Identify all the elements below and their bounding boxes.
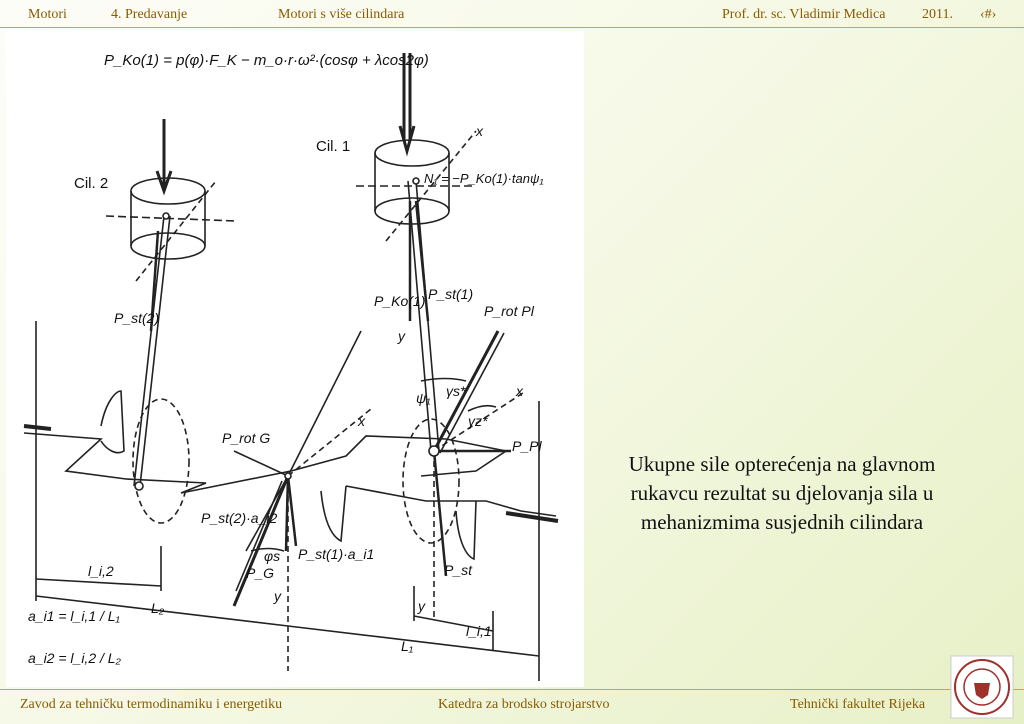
label-y-top: y — [397, 328, 406, 344]
footer-center: Katedra za brodsko strojarstvo — [438, 697, 610, 712]
label-pg: P_G — [246, 565, 274, 581]
label-phi-s: φs — [264, 548, 280, 564]
label-psi1: ψ₁ — [416, 390, 431, 406]
label-L1: L₁ — [401, 638, 414, 654]
label-gamma-z: γz* — [468, 413, 488, 429]
label-cil1: Cil. 1 — [316, 138, 350, 155]
label-gamma-s: γs* — [446, 383, 466, 399]
label-pst: P_st — [444, 562, 473, 578]
label-li1: l_i,1 — [466, 623, 492, 639]
label-x-top: x — [475, 123, 484, 139]
label-y-bottom: y — [417, 598, 426, 614]
formula-ai1: a_i1 = l_i,1 / L₁ — [28, 608, 121, 624]
label-cil2: Cil. 2 — [74, 175, 108, 192]
label-L2: L₂ — [151, 600, 165, 616]
label-x-mid: x — [357, 413, 366, 429]
slide-header: Motori 4. Predavanje Motori s više cilin… — [0, 0, 1024, 27]
header-course: Motori — [28, 7, 67, 22]
label-pst1-ai1: P_st(1)·a_i1 — [298, 546, 374, 562]
header-year: 2011. — [922, 7, 953, 22]
crank-mechanism-drawing: P_Ko(1) = p(φ)·F_K − m_o·r·ω²·(cosφ + λc… — [23, 52, 559, 681]
header-author: Prof. dr. sc. Vladimir Medica — [722, 7, 886, 22]
slide-number: ‹#› — [980, 7, 997, 22]
footer-rule — [0, 689, 1024, 690]
force-diagram: P_Ko(1) = p(φ)·F_K − m_o·r·ω²·(cosφ + λc… — [6, 31, 584, 687]
header-rule — [0, 27, 1024, 28]
university-logo — [950, 655, 1014, 719]
formula-pko1: P_Ko(1) = p(φ)·F_K − m_o·r·ω²·(cosφ + λc… — [104, 52, 429, 69]
label-y-mid: y — [273, 588, 282, 604]
header-topic: Motori s više cilindara — [278, 7, 405, 22]
footer-left: Zavod za tehničku termodinamiku i energe… — [20, 697, 283, 712]
label-pst2-ai2: P_st(2)·a_i2 — [201, 510, 277, 526]
slide-caption: Ukupne sile opterećenja na glavnom rukav… — [628, 452, 936, 534]
label-pko1: P_Ko(1) — [374, 293, 425, 309]
label-ppl: P_Pl — [512, 438, 542, 454]
label-li2: l_i,2 — [88, 563, 114, 579]
seal-icon — [950, 655, 1014, 719]
label-x-right: x — [515, 383, 524, 399]
label-n1: N₁ = −P_Ko(1)·tanψ₁ — [424, 171, 544, 186]
label-prot-g: P_rot G — [222, 430, 270, 446]
label-prot-pl: P_rot Pl — [484, 303, 535, 319]
label-pst1: P_st(1) — [428, 286, 473, 302]
footer-right: Tehnički fakultet Rijeka — [790, 697, 926, 712]
header-lecture: 4. Predavanje — [111, 7, 188, 22]
formula-ai2: a_i2 = l_i,2 / L₂ — [28, 650, 122, 666]
label-pst2: P_st(2) — [114, 310, 159, 326]
